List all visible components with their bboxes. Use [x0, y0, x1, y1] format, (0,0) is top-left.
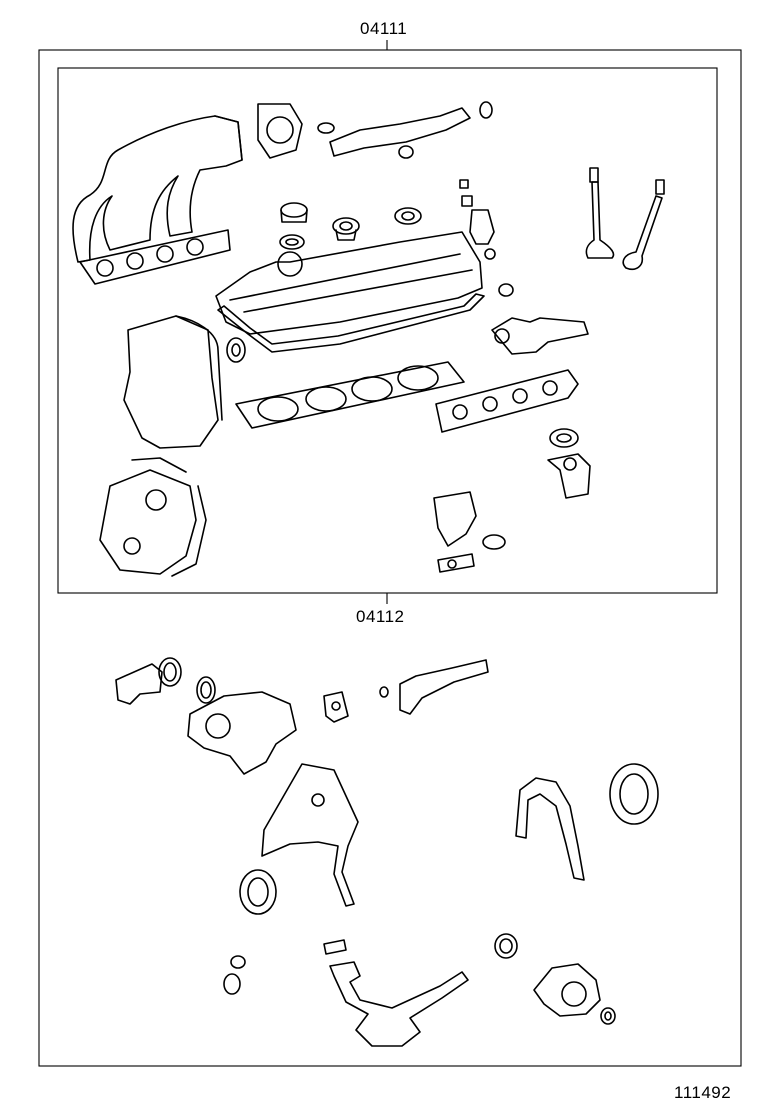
oil-strainer	[323, 939, 469, 1047]
intake-valve	[585, 167, 615, 259]
timing-belt-cover-no2	[123, 315, 223, 449]
crankshaft-front-oil-seal	[239, 869, 277, 915]
inner-kit-frame	[57, 67, 718, 594]
intake-manifold-gasket	[79, 229, 231, 285]
oil-filler-cap	[280, 202, 308, 223]
exhaust-valve	[622, 179, 665, 271]
timing-belt-cover-no3	[99, 457, 207, 577]
exhaust-pipe-gasket	[549, 428, 579, 448]
outer-kit-frame	[38, 49, 742, 1067]
spark-plug-tube-gasket	[279, 207, 422, 250]
camshaft-oil-seal	[226, 337, 246, 363]
water-outlet-pipe	[317, 101, 493, 159]
drain-plug-gasket	[223, 933, 518, 995]
oil-cooler	[533, 963, 601, 1017]
oil-pump-gasket	[323, 691, 349, 723]
exhaust-manifold-gasket	[435, 369, 579, 433]
kit-label-04111: 04111	[358, 19, 410, 39]
egr-valve-gasket	[491, 317, 589, 355]
kit-label-04112: 04112	[354, 607, 407, 627]
cylinder-head-cover	[215, 231, 483, 335]
intake-manifold	[72, 115, 243, 263]
crankshaft-rear-oil-seal	[515, 763, 659, 881]
water-inlet	[115, 657, 216, 705]
head-cover-gasket	[217, 293, 485, 353]
fuel-injector	[459, 179, 514, 297]
oil-filter-o-ring	[600, 1007, 616, 1025]
water-bypass-pipe	[379, 659, 489, 715]
timing-belt-cover-gasket	[261, 763, 359, 907]
cylinder-head-gasket	[235, 361, 465, 429]
water-pump	[187, 691, 297, 775]
thermostat-housing	[433, 491, 506, 573]
exhaust-pipe	[547, 453, 591, 499]
throttle-body-gasket	[257, 103, 303, 159]
figure-number: 111492	[672, 1083, 734, 1103]
